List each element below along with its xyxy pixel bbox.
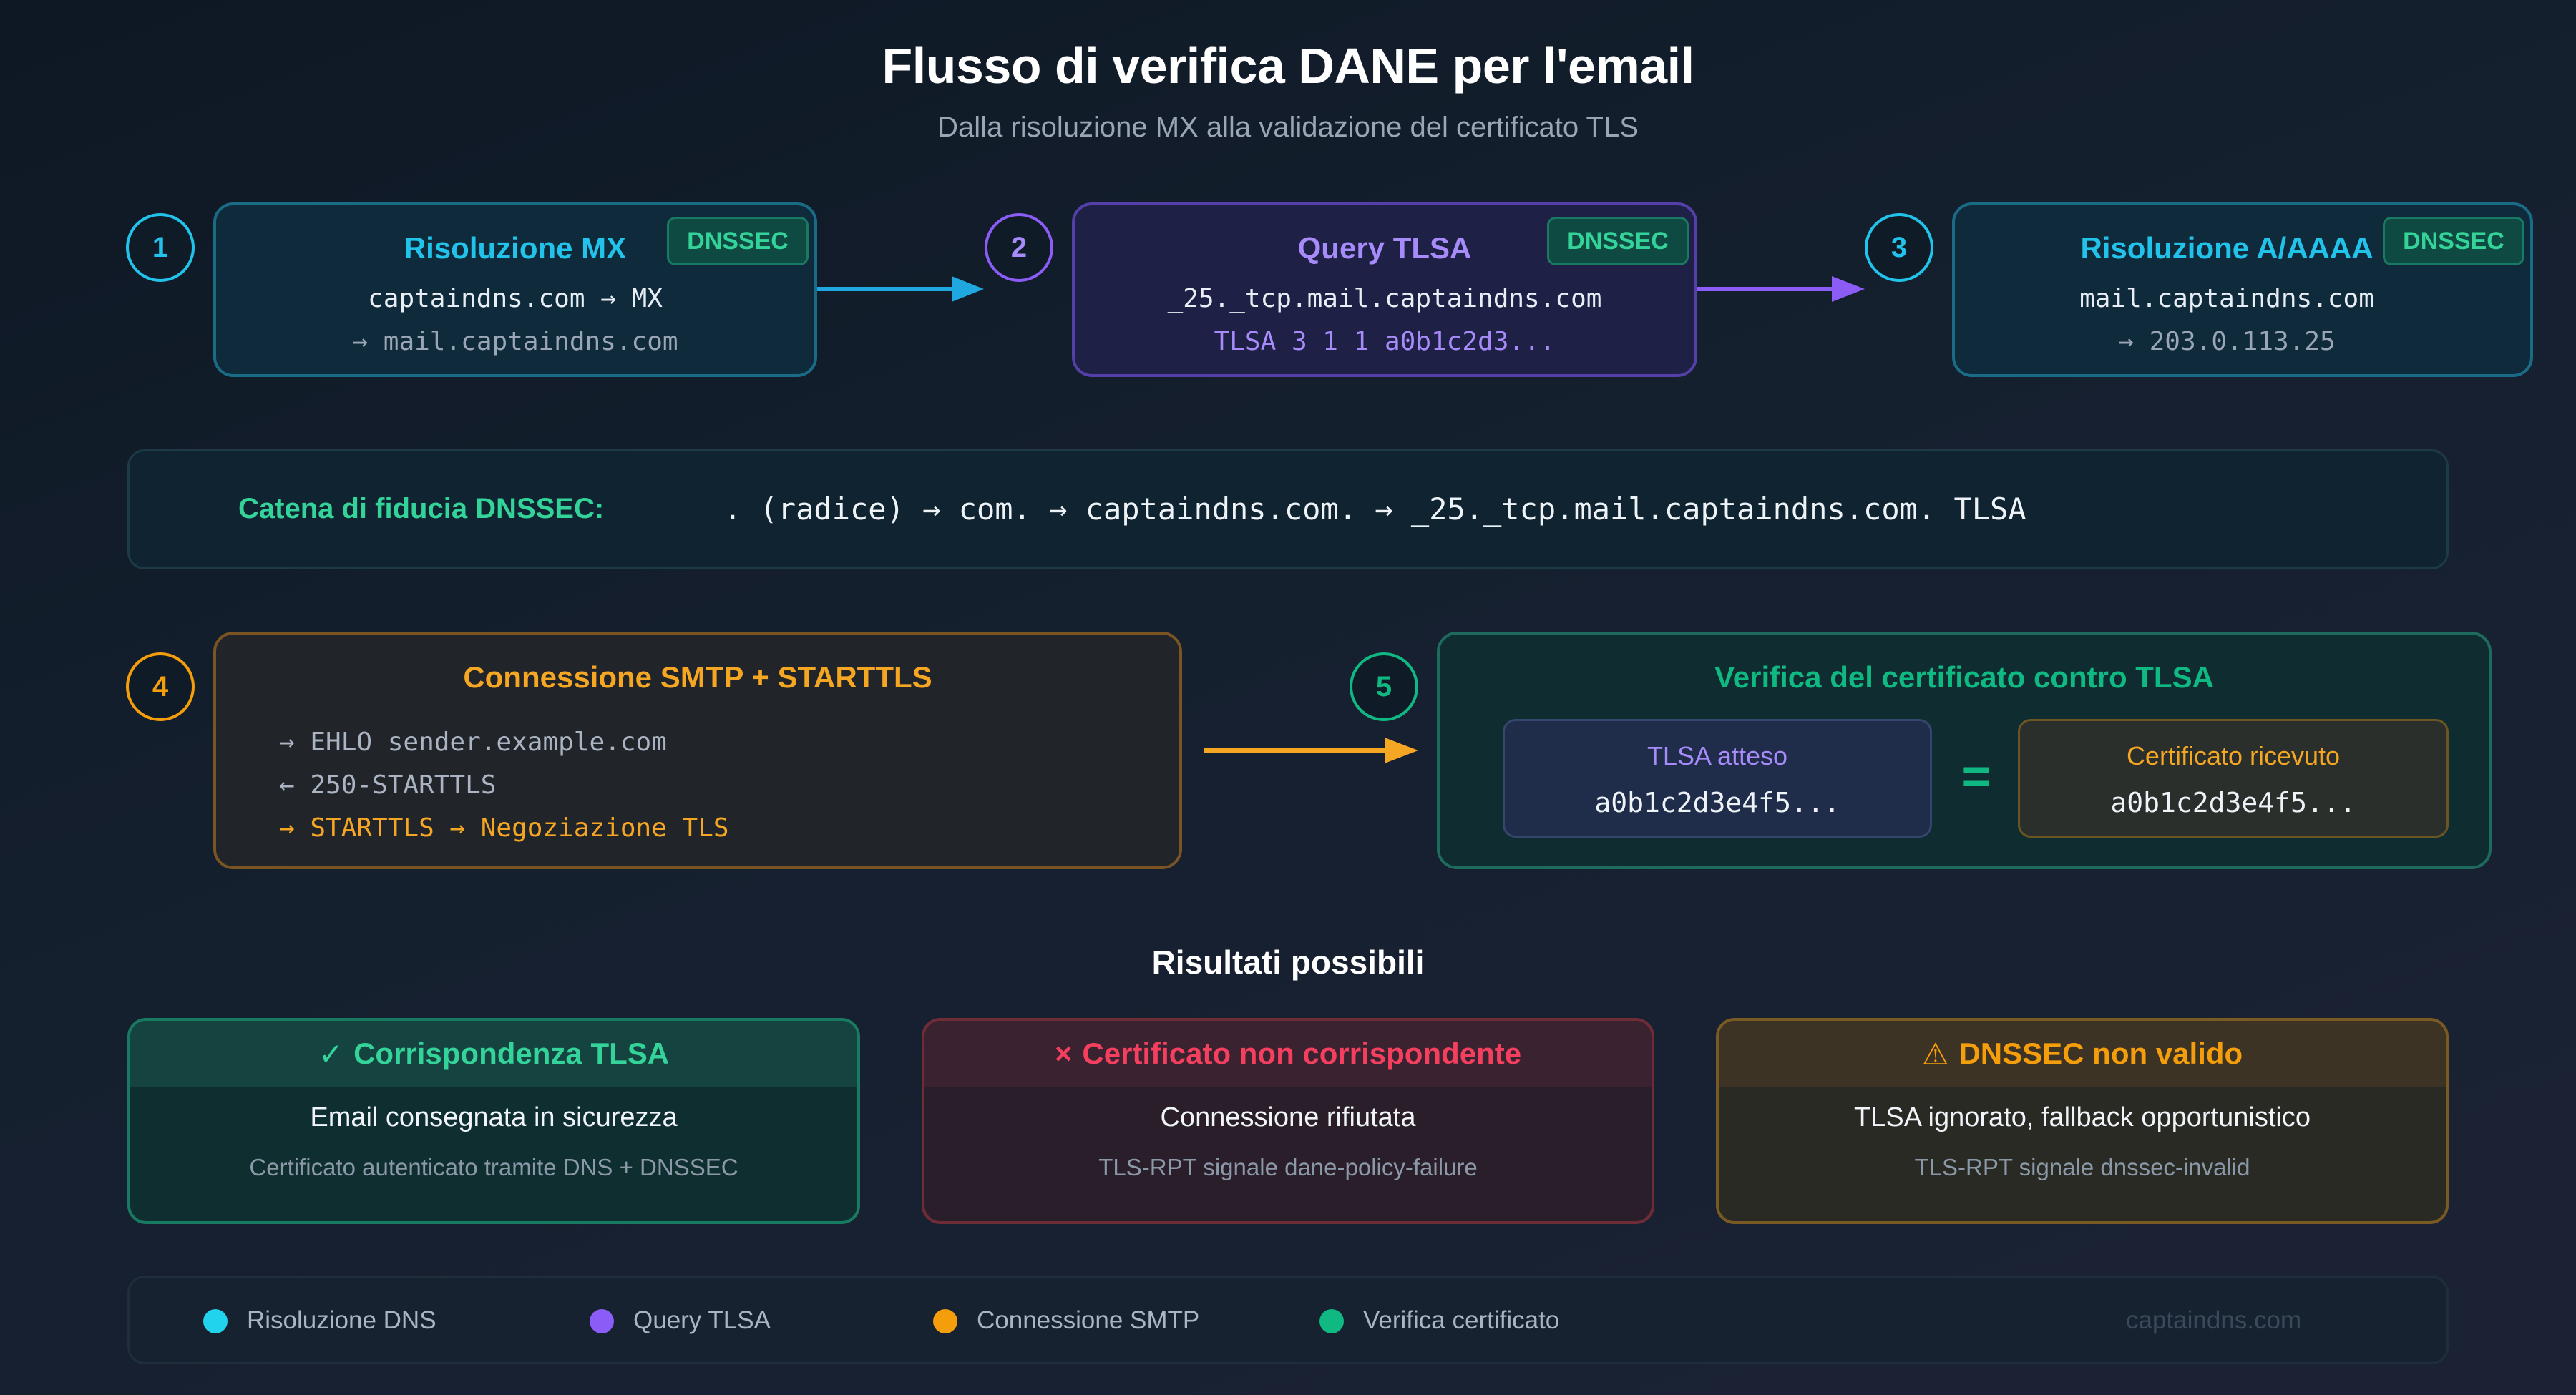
chain-path: . (radice) → com. → captaindns.com. → _2… bbox=[723, 491, 2026, 527]
step-number-5: 5 bbox=[1350, 652, 1418, 721]
received-certificate-box: Certificato ricevuto a0b1c2d3e4f5... bbox=[2018, 719, 2449, 838]
legend-label-dns: Risoluzione DNS bbox=[247, 1306, 436, 1334]
arrow-tlsa-to-a bbox=[1697, 276, 1865, 302]
result-main-text: TLSA ignorato, fallback opportunistico bbox=[1854, 1102, 2311, 1132]
result-header: ✓ Corrispondenza TLSA bbox=[130, 1021, 857, 1087]
verify-title: Verifica del certificato contro TLSA bbox=[1714, 660, 2214, 694]
legend: Risoluzione DNS Query TLSA Connessione S… bbox=[127, 1276, 2449, 1364]
result-sub-text: Certificato autenticato tramite DNS + DN… bbox=[249, 1154, 738, 1180]
result-sub-text: TLS-RPT signale dane-policy-failure bbox=[1098, 1154, 1478, 1180]
step-detail-line-1: mail.captaindns.com bbox=[2079, 284, 2374, 313]
step-title: Risoluzione A/AAAA bbox=[2080, 231, 2373, 265]
result-header: × Certificato non corrispondente bbox=[924, 1021, 1652, 1087]
check-icon: ✓ bbox=[318, 1037, 344, 1071]
result-card-dnssec-invalid: ⚠ DNSSEC non valido TLSA ignorato, fallb… bbox=[1716, 1018, 2449, 1224]
legend-label-verify: Verifica certificato bbox=[1363, 1306, 1560, 1334]
step-title: Query TLSA bbox=[1297, 231, 1472, 265]
smtp-line-250: ← 250-STARTTLS bbox=[279, 770, 497, 800]
brand-watermark: captaindns.com bbox=[2126, 1306, 2302, 1334]
step-number-1: 1 bbox=[126, 213, 195, 282]
smtp-title: Connessione SMTP + STARTTLS bbox=[463, 660, 932, 694]
step-number-4: 4 bbox=[126, 652, 195, 721]
dnssec-chain-panel: Catena di fiducia DNSSEC: . (radice) → c… bbox=[127, 449, 2449, 569]
step-card-tlsa-query: DNSSEC Query TLSA _25._tcp.mail.captaind… bbox=[1072, 202, 1697, 377]
step-card-a-aaaa-resolution: DNSSEC Risoluzione A/AAAA mail.captaindn… bbox=[1952, 202, 2533, 377]
expected-tlsa-value: a0b1c2d3e4f5... bbox=[1594, 787, 1840, 818]
step-detail-line-1: captaindns.com → MX bbox=[368, 284, 663, 313]
cross-icon: × bbox=[1054, 1037, 1073, 1070]
received-certificate-label: Certificato ricevuto bbox=[2126, 741, 2341, 770]
result-sub-text: TLS-RPT signale dnssec-invalid bbox=[1914, 1154, 2250, 1180]
smtp-line-starttls: → STARTTLS → Negoziazione TLS bbox=[279, 813, 729, 843]
legend-dot-smtp bbox=[933, 1309, 957, 1333]
result-header: ⚠ DNSSEC non valido bbox=[1719, 1021, 2446, 1087]
expected-tlsa-box: TLSA atteso a0b1c2d3e4f5... bbox=[1503, 719, 1932, 838]
step-number-3: 3 bbox=[1865, 213, 1933, 282]
smtp-line-ehlo: → EHLO sender.example.com bbox=[279, 728, 667, 757]
result-title: Corrispondenza TLSA bbox=[353, 1037, 670, 1070]
legend-dot-verify bbox=[1319, 1309, 1344, 1333]
result-card-tlsa-match: ✓ Corrispondenza TLSA Email consegnata i… bbox=[127, 1018, 860, 1224]
arrow-smtp-to-verify bbox=[1204, 738, 1418, 763]
result-card-certificate-mismatch: × Certificato non corrispondente Conness… bbox=[922, 1018, 1654, 1224]
step-detail-line-2: → 203.0.113.25 bbox=[2118, 327, 2336, 356]
legend-dot-dns bbox=[203, 1309, 228, 1333]
result-title: DNSSEC non valido bbox=[1958, 1037, 2243, 1070]
step-detail-line-1: _25._tcp.mail.captaindns.com bbox=[1167, 284, 1602, 313]
dnssec-badge: DNSSEC bbox=[1547, 217, 1689, 265]
step-number-2: 2 bbox=[985, 213, 1053, 282]
step-card-smtp-starttls: Connessione SMTP + STARTTLS → EHLO sende… bbox=[213, 632, 1182, 869]
warning-icon: ⚠ bbox=[1921, 1037, 1949, 1071]
step-detail-line-2: TLSA 3 1 1 a0b1c2d3... bbox=[1214, 327, 1556, 356]
arrow-mx-to-tlsa bbox=[817, 276, 984, 302]
expected-tlsa-label: TLSA atteso bbox=[1646, 741, 1788, 770]
received-certificate-value: a0b1c2d3e4f5... bbox=[2110, 787, 2356, 818]
legend-label-smtp: Connessione SMTP bbox=[977, 1306, 1200, 1334]
chain-label: Catena di fiducia DNSSEC: bbox=[238, 493, 605, 524]
result-main-text: Email consegnata in sicurezza bbox=[310, 1102, 678, 1132]
step-title: Risoluzione MX bbox=[404, 231, 627, 265]
step-detail-line-2: → mail.captaindns.com bbox=[352, 327, 678, 356]
dnssec-badge: DNSSEC bbox=[667, 217, 809, 265]
diagram-title: Flusso di verifica DANE per l'email bbox=[882, 38, 1694, 94]
results-title: Risultati possibili bbox=[1151, 944, 1425, 981]
result-main-text: Connessione rifiutata bbox=[1160, 1102, 1416, 1132]
equals-sign: = bbox=[1961, 748, 1991, 804]
legend-label-tlsa: Query TLSA bbox=[633, 1306, 771, 1334]
dnssec-badge: DNSSEC bbox=[2383, 217, 2524, 265]
legend-dot-tlsa bbox=[590, 1309, 614, 1333]
step-card-mx-resolution: DNSSEC Risoluzione MX captaindns.com → M… bbox=[213, 202, 817, 377]
result-title: Certificato non corrispondente bbox=[1082, 1037, 1522, 1070]
step-card-certificate-verification: Verifica del certificato contro TLSA TLS… bbox=[1437, 632, 2492, 869]
diagram-subtitle: Dalla risoluzione MX alla validazione de… bbox=[937, 112, 1639, 143]
